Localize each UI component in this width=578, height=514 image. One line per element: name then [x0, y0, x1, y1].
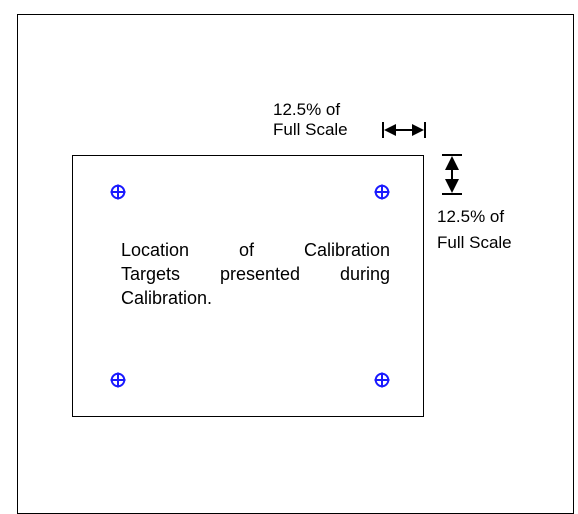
right-dimension-label-line2: Full Scale: [437, 233, 512, 252]
top-dimension-label-line1: 12.5% of: [273, 100, 341, 119]
right-dimension-label-line1: 12.5% of: [437, 207, 505, 226]
crosshair-target-icon: [110, 372, 126, 388]
description-line1: Location of Calibration: [121, 240, 390, 260]
calibration-screen: [72, 155, 424, 417]
calibration-description: Location of Calibration Targets presente…: [121, 238, 390, 310]
horizontal-dimension-arrow-icon: [382, 122, 426, 138]
description-line2: Targets presented during: [121, 264, 390, 284]
crosshair-target-icon: [374, 184, 390, 200]
crosshair-target-icon: [110, 184, 126, 200]
description-line3: Calibration.: [121, 288, 213, 308]
top-dimension-label-line2: Full Scale: [273, 120, 348, 139]
crosshair-target-icon: [374, 372, 390, 388]
vertical-dimension-arrow-icon: [442, 154, 462, 195]
